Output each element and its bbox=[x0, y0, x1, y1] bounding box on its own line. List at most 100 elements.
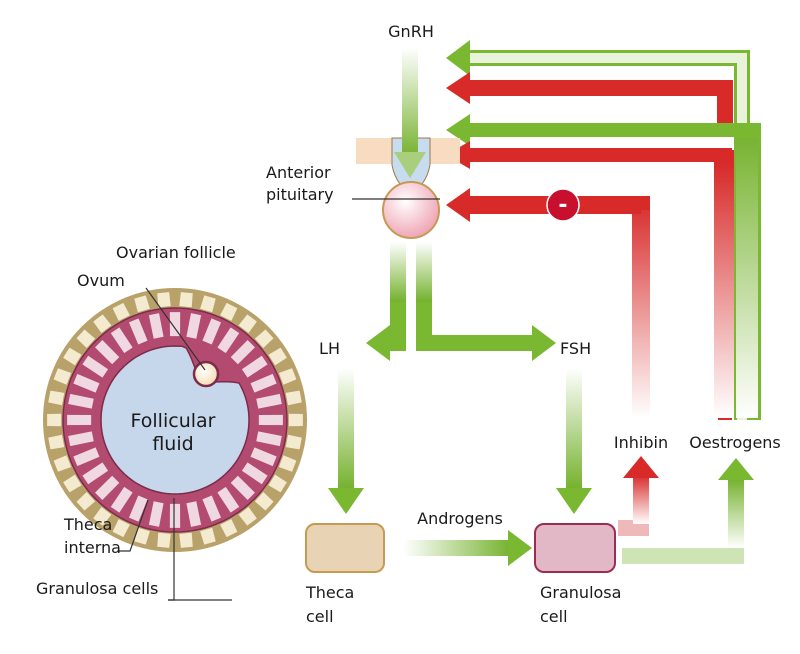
theca-segment bbox=[238, 314, 257, 333]
granulosa-segment bbox=[230, 340, 255, 365]
theca-segment bbox=[157, 292, 171, 308]
granulosa-segment bbox=[169, 503, 181, 528]
granulosa-segment bbox=[217, 486, 240, 513]
label-lh: LH bbox=[319, 339, 340, 358]
granulosa-segment bbox=[241, 355, 268, 378]
oestrogen-red-stem bbox=[714, 160, 734, 418]
theca-segment bbox=[238, 507, 257, 526]
label-oestrogens: Oestrogens bbox=[689, 433, 781, 452]
inhibition-minus-text: - bbox=[558, 193, 567, 218]
theca-segment bbox=[254, 492, 274, 511]
granulosa-segment bbox=[95, 340, 120, 365]
theca-segment bbox=[112, 302, 130, 321]
granulosa-segment bbox=[148, 501, 164, 527]
theca-segment bbox=[285, 434, 302, 450]
label-ovum: Ovum bbox=[77, 271, 125, 290]
granulosa-segment bbox=[241, 462, 268, 485]
oestrogen-green-stem bbox=[736, 130, 758, 418]
arrowhead bbox=[446, 40, 470, 76]
granulosa-segment bbox=[186, 313, 202, 339]
theca-segment bbox=[53, 455, 72, 472]
theca-segment bbox=[63, 474, 82, 493]
theca-segment bbox=[112, 519, 130, 538]
label-theca-cell-1: Theca bbox=[305, 583, 354, 602]
theca-segment bbox=[48, 390, 65, 406]
fsh-to-granulosa-arrow bbox=[556, 368, 592, 514]
granulosa-segment bbox=[68, 393, 94, 409]
theca-segment bbox=[134, 527, 150, 545]
theca-segment bbox=[200, 295, 216, 313]
label-theca-interna-2: interna bbox=[64, 538, 121, 557]
gnrh-arrow bbox=[394, 48, 426, 178]
granulosa-segment bbox=[250, 373, 277, 393]
label-granulosa-cell-2: cell bbox=[540, 607, 568, 626]
granulosa-segment bbox=[68, 431, 94, 447]
theca-segment bbox=[179, 292, 193, 308]
oestrogen-feedback-red-outer bbox=[446, 72, 733, 130]
inhibin-feedback: - bbox=[446, 188, 650, 418]
lh-to-theca-arrow bbox=[328, 368, 364, 514]
granulosa-segment bbox=[230, 475, 255, 500]
granulosa-cell bbox=[534, 523, 616, 573]
label-pituitary: pituitary bbox=[266, 185, 334, 204]
granulosa-segment bbox=[202, 318, 222, 345]
leader-lines bbox=[118, 198, 440, 601]
granulosa-segment bbox=[67, 414, 92, 426]
granulosa-segment bbox=[186, 501, 202, 527]
theca-segment bbox=[93, 314, 112, 333]
granulosa-to-inhibin-arrow bbox=[618, 456, 659, 536]
theca-segment bbox=[93, 507, 112, 526]
label-granulosa-cell-1: Granulosa bbox=[540, 583, 621, 602]
theca-cell bbox=[305, 523, 385, 573]
label-fsh: FSH bbox=[560, 339, 591, 358]
theca-segment bbox=[48, 434, 65, 450]
ovum bbox=[192, 360, 220, 388]
granulosa-segment bbox=[202, 495, 222, 522]
anterior-pituitary bbox=[382, 181, 440, 239]
granulosa-segment bbox=[256, 393, 282, 409]
theca-segment bbox=[278, 368, 297, 385]
theca-segment bbox=[220, 519, 238, 538]
label-follicular: Follicular bbox=[131, 410, 216, 432]
label-inhibin: Inhibin bbox=[614, 433, 668, 452]
theca-segment bbox=[285, 390, 302, 406]
granulosa-segment bbox=[128, 495, 148, 522]
theca-segment bbox=[288, 413, 303, 427]
granulosa-segment bbox=[250, 447, 277, 467]
theca-segment bbox=[179, 532, 193, 548]
theca-segment bbox=[220, 302, 238, 321]
granulosa-to-oestrogens-arrow bbox=[622, 458, 754, 564]
theca-segment bbox=[63, 347, 82, 366]
theca-segment bbox=[268, 347, 287, 366]
fsh-arrow bbox=[416, 242, 556, 361]
inhibition-sign bbox=[546, 188, 580, 222]
granulosa-segment bbox=[217, 327, 240, 354]
theca-segment bbox=[76, 329, 96, 348]
theca-segment bbox=[53, 368, 72, 385]
oestrogen-feedback-green-outer bbox=[446, 40, 750, 420]
label-theca-cell-2: cell bbox=[306, 607, 334, 626]
ovarian-follicle bbox=[43, 288, 307, 552]
granulosa-segment bbox=[73, 373, 100, 393]
theca-segment bbox=[47, 413, 62, 427]
granulosa-segment bbox=[169, 312, 181, 337]
granulosa-segment bbox=[148, 313, 164, 339]
theca-segment bbox=[268, 474, 287, 493]
granulosa-segment bbox=[256, 431, 282, 447]
oestrogen-feedback-red-inner bbox=[446, 141, 732, 420]
label-androgens: Androgens bbox=[417, 509, 503, 528]
label-fluid: fluid bbox=[152, 433, 193, 455]
label-anterior: Anterior bbox=[266, 163, 331, 182]
androgens-arrow bbox=[404, 530, 532, 566]
label-theca-interna-1: Theca bbox=[63, 515, 112, 534]
granulosa-segment bbox=[128, 318, 148, 345]
granulosa-segment bbox=[110, 327, 133, 354]
label-gnrh: GnRH bbox=[388, 22, 434, 41]
theca-segment bbox=[157, 532, 171, 548]
granulosa-segment bbox=[82, 355, 109, 378]
label-granulosa-cells: Granulosa cells bbox=[36, 579, 158, 598]
lh-arrow bbox=[366, 242, 406, 361]
granulosa-segment bbox=[110, 486, 133, 513]
